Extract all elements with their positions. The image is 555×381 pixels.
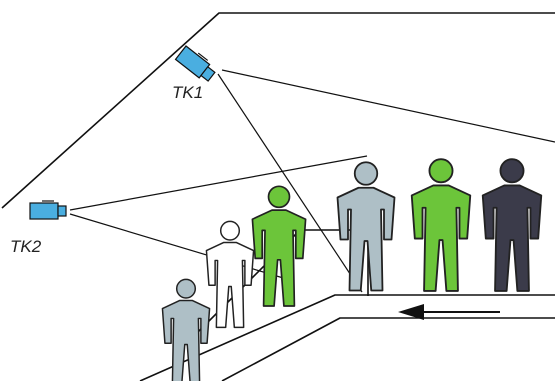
- tk2-label: TK2: [10, 237, 42, 256]
- person-body: [161, 299, 211, 381]
- direction-arrow: [398, 304, 500, 320]
- person-head: [219, 220, 241, 241]
- camera-tk2-icon: [29, 200, 67, 220]
- person-body: [251, 209, 307, 307]
- people-figures: [161, 158, 543, 381]
- person-head: [267, 185, 291, 209]
- escalator-outer-rail: [139, 294, 555, 381]
- person-head: [353, 161, 379, 186]
- person-body: [336, 186, 396, 292]
- person-figure: [251, 185, 307, 307]
- tk2-view-line-upper: [69, 155, 368, 211]
- person-figure: [336, 161, 396, 292]
- person-figure: [481, 158, 543, 292]
- tk1-view-line-upper: [221, 69, 555, 143]
- tk1-view-line-lower: [217, 73, 363, 293]
- person-head: [428, 158, 454, 184]
- camera-view-lines: [69, 69, 555, 293]
- person-figure: [205, 220, 255, 329]
- person-head: [175, 278, 197, 299]
- person-body: [205, 241, 255, 329]
- person-figure: [161, 278, 211, 381]
- person-body: [410, 184, 472, 292]
- tk2-view-line-lower: [69, 213, 291, 281]
- escalator-inner-rail: [221, 317, 555, 381]
- camera-tk1-icon: [174, 45, 216, 82]
- tk1-label: TK1: [172, 83, 204, 102]
- wall-edge: [1, 12, 555, 209]
- person-figure: [410, 158, 472, 292]
- person-head: [499, 158, 525, 184]
- person-body: [481, 184, 543, 292]
